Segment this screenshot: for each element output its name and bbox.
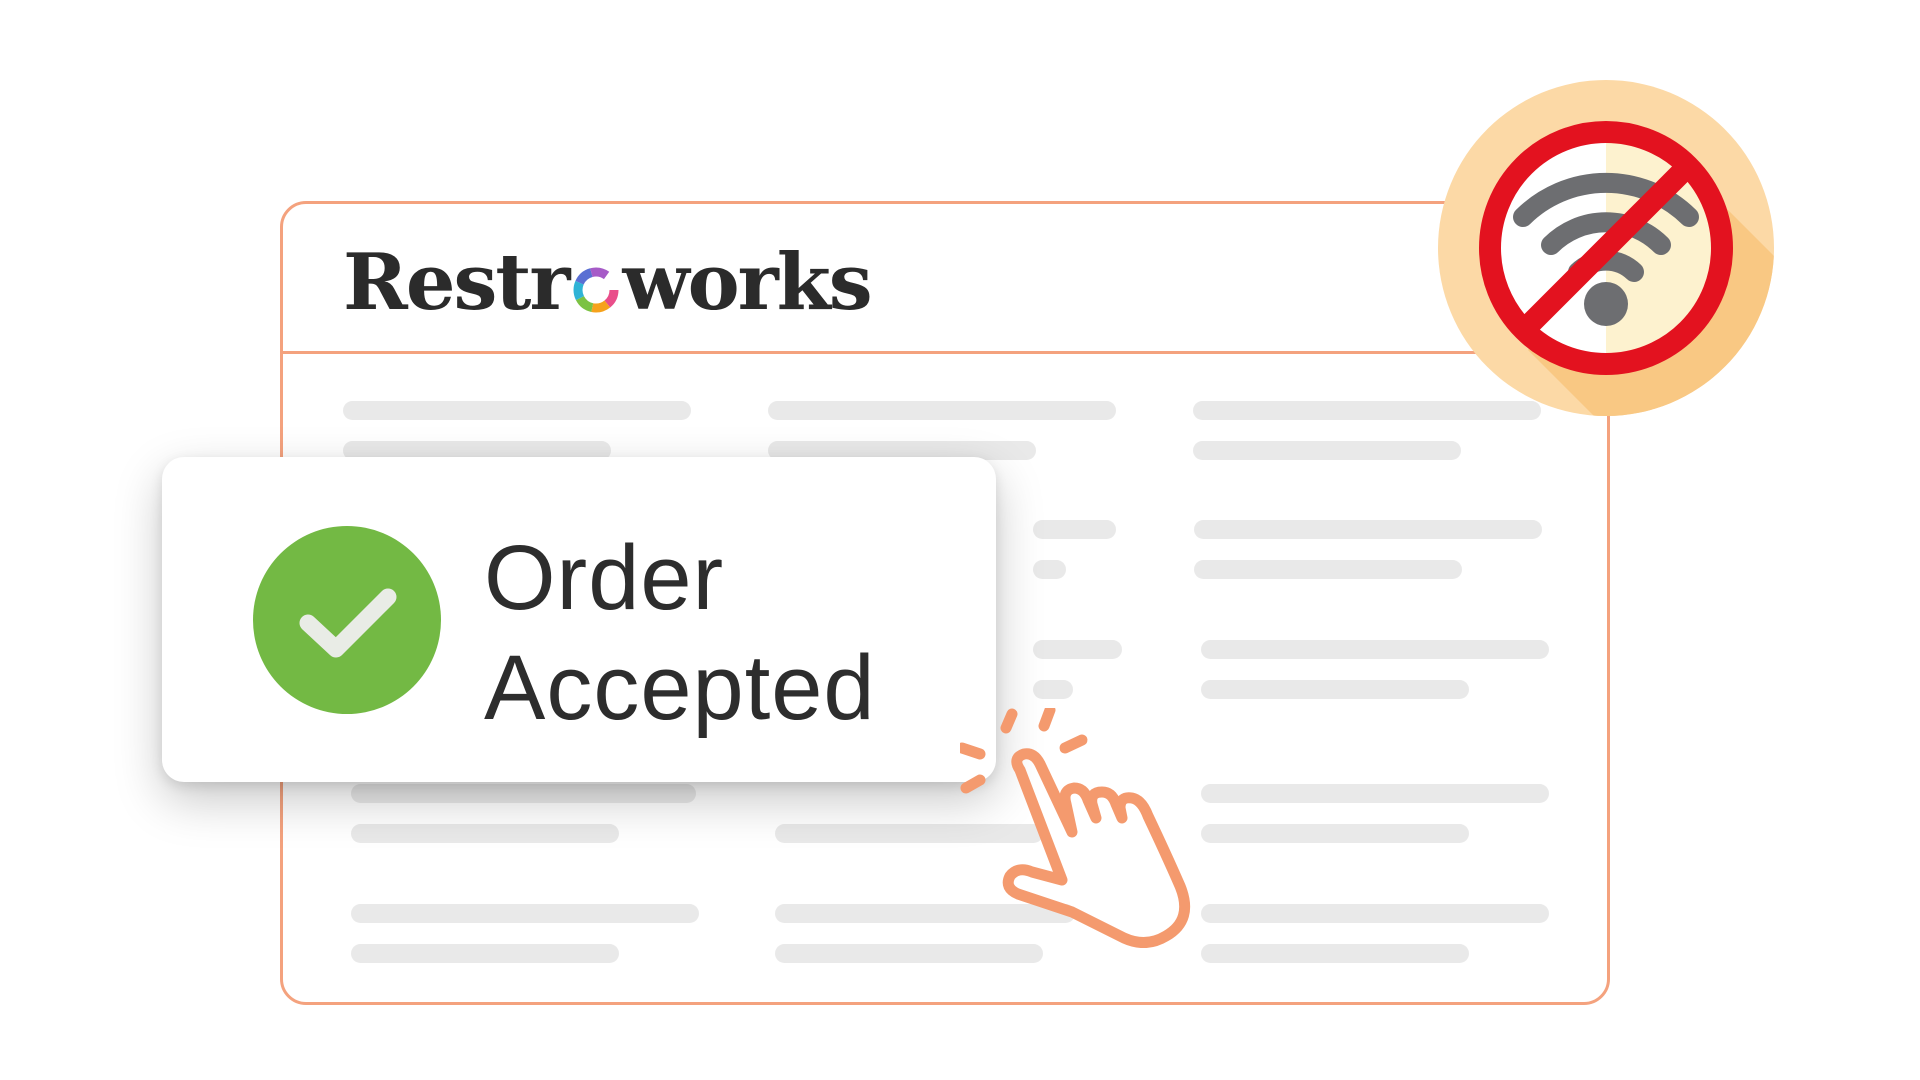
- toast-message: Order Accepted: [484, 523, 876, 743]
- skeleton-line: [775, 824, 1043, 843]
- skeleton-line: [1201, 904, 1549, 923]
- skeleton-line: [1193, 441, 1461, 460]
- skeleton-line: [1193, 401, 1541, 420]
- check-circle-icon: [253, 526, 441, 714]
- skeleton-line: [775, 944, 1043, 963]
- skeleton-line: [351, 824, 619, 843]
- hand-pointer-icon: [960, 708, 1191, 948]
- order-accepted-toast[interactable]: Order Accepted: [162, 457, 996, 782]
- no-wifi-icon: [1438, 80, 1774, 416]
- skeleton-line: [1033, 520, 1116, 539]
- skeleton-line: [1201, 680, 1469, 699]
- skeleton-line: [343, 401, 691, 420]
- brand-logo: Restr works: [343, 237, 873, 328]
- skeleton-line: [768, 401, 1116, 420]
- skeleton-line: [1201, 640, 1549, 659]
- skeleton-line: [1201, 824, 1469, 843]
- logo-ring-icon: [573, 267, 618, 313]
- skeleton-line: [1033, 640, 1122, 659]
- skeleton-line: [768, 441, 1036, 460]
- toast-line-1: Order: [484, 527, 725, 629]
- skeleton-line: [1033, 680, 1073, 699]
- brand-name-part2: works: [622, 237, 873, 328]
- window-header: Restr works: [283, 204, 1607, 354]
- skeleton-line: [1201, 944, 1469, 963]
- skeleton-line: [1033, 560, 1066, 579]
- skeleton-line: [1194, 560, 1462, 579]
- skeleton-line: [351, 944, 619, 963]
- skeleton-line: [775, 904, 1075, 923]
- skeleton-line: [351, 784, 696, 803]
- skeleton-line: [343, 441, 611, 460]
- skeleton-line: [351, 904, 699, 923]
- brand-name-part1: Restr: [343, 237, 570, 328]
- skeleton-line: [1201, 784, 1549, 803]
- skeleton-line: [1194, 520, 1542, 539]
- toast-line-2: Accepted: [484, 637, 876, 739]
